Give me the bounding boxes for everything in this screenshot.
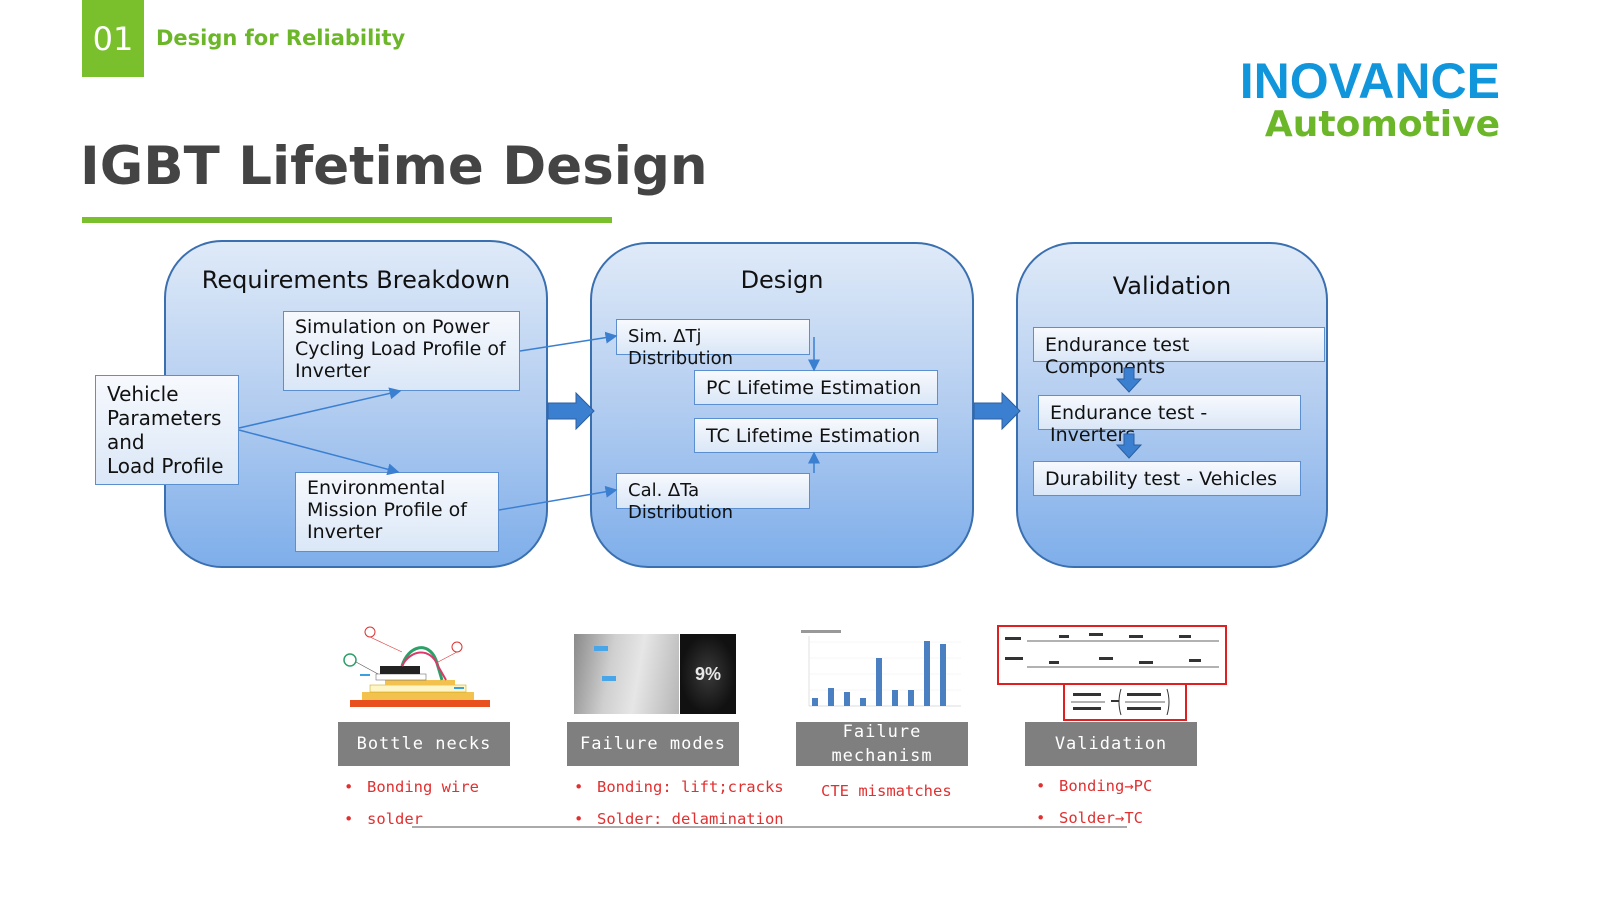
arrow-environmental-to-calta: [498, 485, 618, 511]
down-arrow-2: [1115, 433, 1143, 459]
design-panel-title: Design: [740, 266, 824, 294]
durability-vehicles-box: Durability test - Vehicles: [1033, 461, 1301, 496]
validation-formula-image-lower: [1063, 683, 1187, 721]
failure-mechanism-label: Failure mechanism: [796, 722, 968, 766]
simulation-line: Cycling Load Profile of: [295, 338, 506, 360]
bottlenecks-list: •Bonding wire •solder: [344, 778, 479, 828]
failure-mechanism-label-line1: Failure: [842, 722, 922, 742]
block-arrow-design-to-validation: [973, 391, 1021, 431]
vehicle-line: Vehicle: [107, 382, 179, 406]
logo-automotive: Automotive: [1264, 104, 1500, 145]
bullet: •: [574, 810, 584, 828]
bullet: •: [1036, 809, 1046, 827]
bullet: •: [574, 778, 584, 796]
crack-marker-arrow: [602, 676, 616, 681]
list-item: CTE mismatches: [821, 782, 952, 800]
delamination-percentage: 9%: [694, 664, 721, 684]
mini-bar: [876, 658, 882, 706]
validation-label: Validation: [1025, 722, 1197, 766]
failure-mechanism-list: CTE mismatches: [821, 782, 981, 812]
failure-mechanism-mini-chart: [801, 630, 961, 707]
simulation-line: Inverter: [295, 360, 371, 382]
failure-modes-label: Failure modes: [567, 722, 739, 766]
mini-bar: [844, 692, 850, 706]
vehicle-line: and: [107, 430, 145, 454]
tc-lifetime-box: TC Lifetime Estimation: [694, 418, 938, 453]
mini-bar: [828, 688, 834, 706]
arrow-vehicle-to-simulation: [238, 387, 402, 429]
formula-glyphs: [1005, 633, 1219, 668]
bullet: •: [1036, 777, 1046, 795]
bottlenecks-label: Bottle necks: [338, 722, 510, 766]
validation-list: •Bonding→PC •Solder→TC: [1036, 777, 1153, 827]
block-arrow-requirements-to-design: [547, 391, 595, 431]
formula-glyphs-lower: [1071, 688, 1170, 716]
mini-bar: [892, 690, 898, 706]
mini-bar: [908, 690, 914, 706]
section-title: Design for Reliability: [156, 26, 406, 50]
design-panel: [590, 242, 974, 568]
mini-bar: [924, 641, 930, 706]
mini-bar: [860, 698, 866, 706]
endurance-components-box: Endurance test Components: [1033, 327, 1325, 378]
simulation-line: Simulation on Power: [295, 316, 490, 338]
cal-ta-distribution-box: Cal. ∆Ta Distribution: [616, 473, 810, 523]
environmental-line: Environmental: [307, 477, 446, 499]
validation-panel-title: Validation: [1112, 272, 1232, 300]
environmental-box: Environmental Mission Profile of Inverte…: [295, 472, 499, 552]
mini-bar: [940, 644, 946, 706]
validation-formula-image: [997, 625, 1227, 685]
failure-photo-delamination: 9%: [680, 634, 736, 714]
section-number-badge: 01: [82, 0, 144, 77]
vehicle-line: Parameters: [107, 406, 222, 430]
vehicle-line: Load Profile: [107, 454, 224, 478]
environmental-line: Mission Profile of: [307, 499, 467, 521]
down-arrow-1: [1115, 367, 1143, 393]
page-title: IGBT Lifetime Design: [80, 136, 708, 197]
crack-marker-arrow: [594, 646, 608, 651]
pc-lifetime-box: PC Lifetime Estimation: [694, 370, 938, 405]
bullet: •: [344, 778, 354, 796]
arrow-vehicle-to-environmental: [238, 429, 400, 476]
arrow-simulation-to-simtj: [519, 331, 618, 352]
bullet: •: [344, 810, 354, 828]
failure-mechanism-label-line2: mechanism: [831, 746, 933, 766]
failure-modes-list: •Bonding: lift;cracks •Solder: delaminat…: [574, 778, 784, 828]
bottom-divider: [412, 826, 1127, 828]
simulation-box: Simulation on Power Cycling Load Profile…: [283, 311, 520, 391]
requirements-panel-title: Requirements Breakdown: [201, 266, 511, 294]
mini-bar: [812, 698, 818, 706]
title-underline: [82, 217, 612, 223]
endurance-inverters-box: Endurance test - Inverters: [1038, 395, 1301, 446]
failure-photo-crack: [574, 634, 679, 714]
environmental-line: Inverter: [307, 521, 383, 543]
sim-tj-distribution-box: Sim. ∆Tj Distribution: [616, 319, 810, 369]
bottleneck-module-diagram: [343, 626, 490, 707]
logo-inovance: INOVANCE: [1239, 53, 1500, 109]
vehicle-parameters-box: Vehicle Parameters and Load Profile: [95, 375, 239, 485]
